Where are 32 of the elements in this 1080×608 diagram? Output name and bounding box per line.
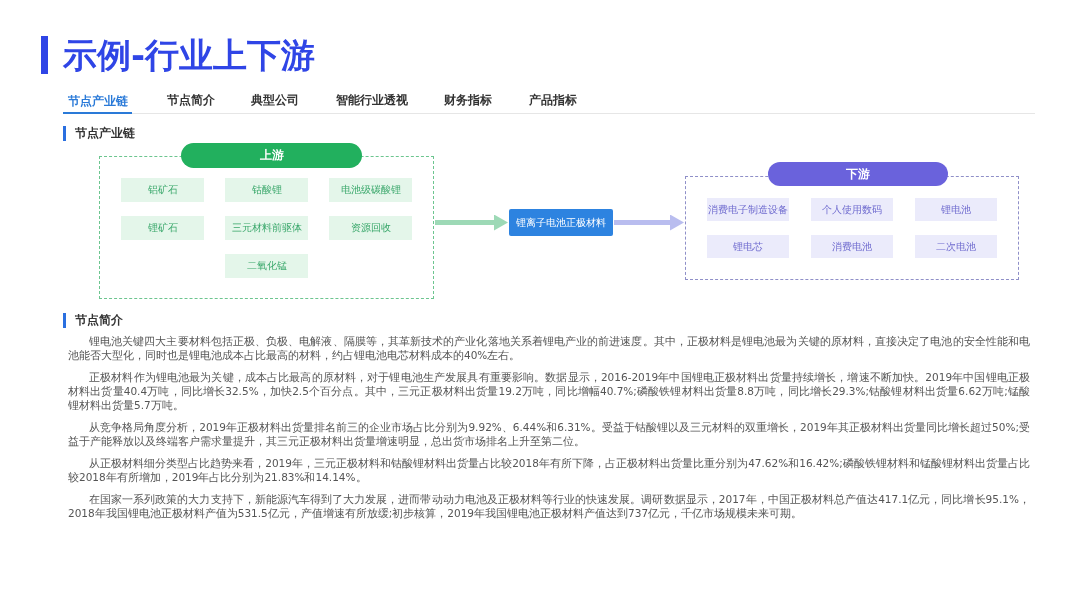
tab-label: 智能行业透视	[335, 92, 409, 109]
paragraph: 正极材料作为锂电池最为关键，成本占比最高的原材料，对于锂电池生产发展具有重要影响。数据显示，2016-2019年中国锂电正极材料出货量持续增长，增速不断加快。2019年中国锂电正极材料出货量40.4万吨，同比增长32.5%，加快2.5个百分点。其中，三元正极材料出货量19.2万吨，同比增幅40.7%;磷酸铁锂材料出货量8.8万吨，同比增长29.3%;钴酸锂材料出货量6.62万吨;锰酸锂材料出货量5.7万吨。	[68, 370, 1030, 412]
paragraph: 从竞争格局角度分析，2019年正极材料出货量排名前三的企业市场占比分别为9.92%、6.44%和6.31%。受益于钴酸锂以及三元材料的双重增长，2019年其正极材料出货量同比增长超过50%;受益于产能释放以及终端客户需求量提升，其三元正极材料出货量增速明显，总出货市场排名上升至第二位。	[68, 420, 1030, 448]
item-box: 锂电池	[915, 198, 997, 221]
section-heading: 节点简介	[63, 313, 123, 328]
process-box: 锂离子电池正极材料	[509, 209, 613, 236]
item-box: 锂电芯	[707, 235, 789, 258]
item-box: 钴酸锂	[225, 178, 308, 202]
tab-label: 节点简介	[166, 92, 216, 109]
item-box: 个人使用数码	[811, 198, 893, 221]
item-box: 二次电池	[915, 235, 997, 258]
item-box: 电池级碳酸锂	[329, 178, 412, 202]
arrow	[435, 214, 508, 231]
item-box: 消费电子制造设备	[707, 198, 789, 221]
item-box: 消费电池	[811, 235, 893, 258]
paragraph: 锂电池关键四大主要材料包括正极、负极、电解液、隔膜等，其革新技术的产业化落地关系着锂电产业的前进速度。其中，正极材料是锂电池最为关键的原材料，直接决定了电池的安全性能和电池能否大型化，同时也是锂电池成本占比最高的材料，约占锂电池电芯材料成本的40%左右。	[68, 334, 1030, 362]
paragraph: 从正极材料细分类型占比趋势来看，2019年，三元正极材料和钴酸锂材料出货量占比较2018年有所下降，占正极材料出货量比重分别为47.62%和16.42%;磷酸铁锂材料和锰酸锂材料出货量占比较2018年有所增加，2019年占比分别为21.83%和14.14%。	[68, 456, 1030, 484]
item-box: 二氧化锰	[225, 254, 308, 278]
paragraph: 在国家一系列政策的大力支持下，新能源汽车得到了大力发展，进而带动动力电池及正极材料等行业的快速发展。调研数据显示，2017年，中国正极材料总产值达417.1亿元，同比增长95.1%，2018年我国锂电池正极材料产值为531.5亿元，产值增速有所放缓;初步核算，2019年我国锂电池正极材料产值达到737亿元，千亿市场规模未来可期。	[68, 492, 1030, 520]
item-box: 锂矿石	[121, 216, 204, 240]
section-heading: 节点产业链	[63, 126, 135, 141]
tab-label: 产品指标	[528, 92, 578, 109]
group-heading: 上游	[181, 143, 362, 168]
group-heading: 下游	[768, 162, 948, 186]
tab-label: 典型公司	[250, 92, 300, 109]
item-box: 三元材料前驱体	[225, 216, 308, 240]
item-box: 铝矿石	[121, 178, 204, 202]
arrow	[614, 214, 684, 231]
page-title: 示例-行业上下游	[41, 36, 316, 74]
item-box: 资源回收	[329, 216, 412, 240]
selected-tab: 节点产业链	[63, 90, 132, 114]
tab-label: 财务指标	[443, 92, 493, 109]
